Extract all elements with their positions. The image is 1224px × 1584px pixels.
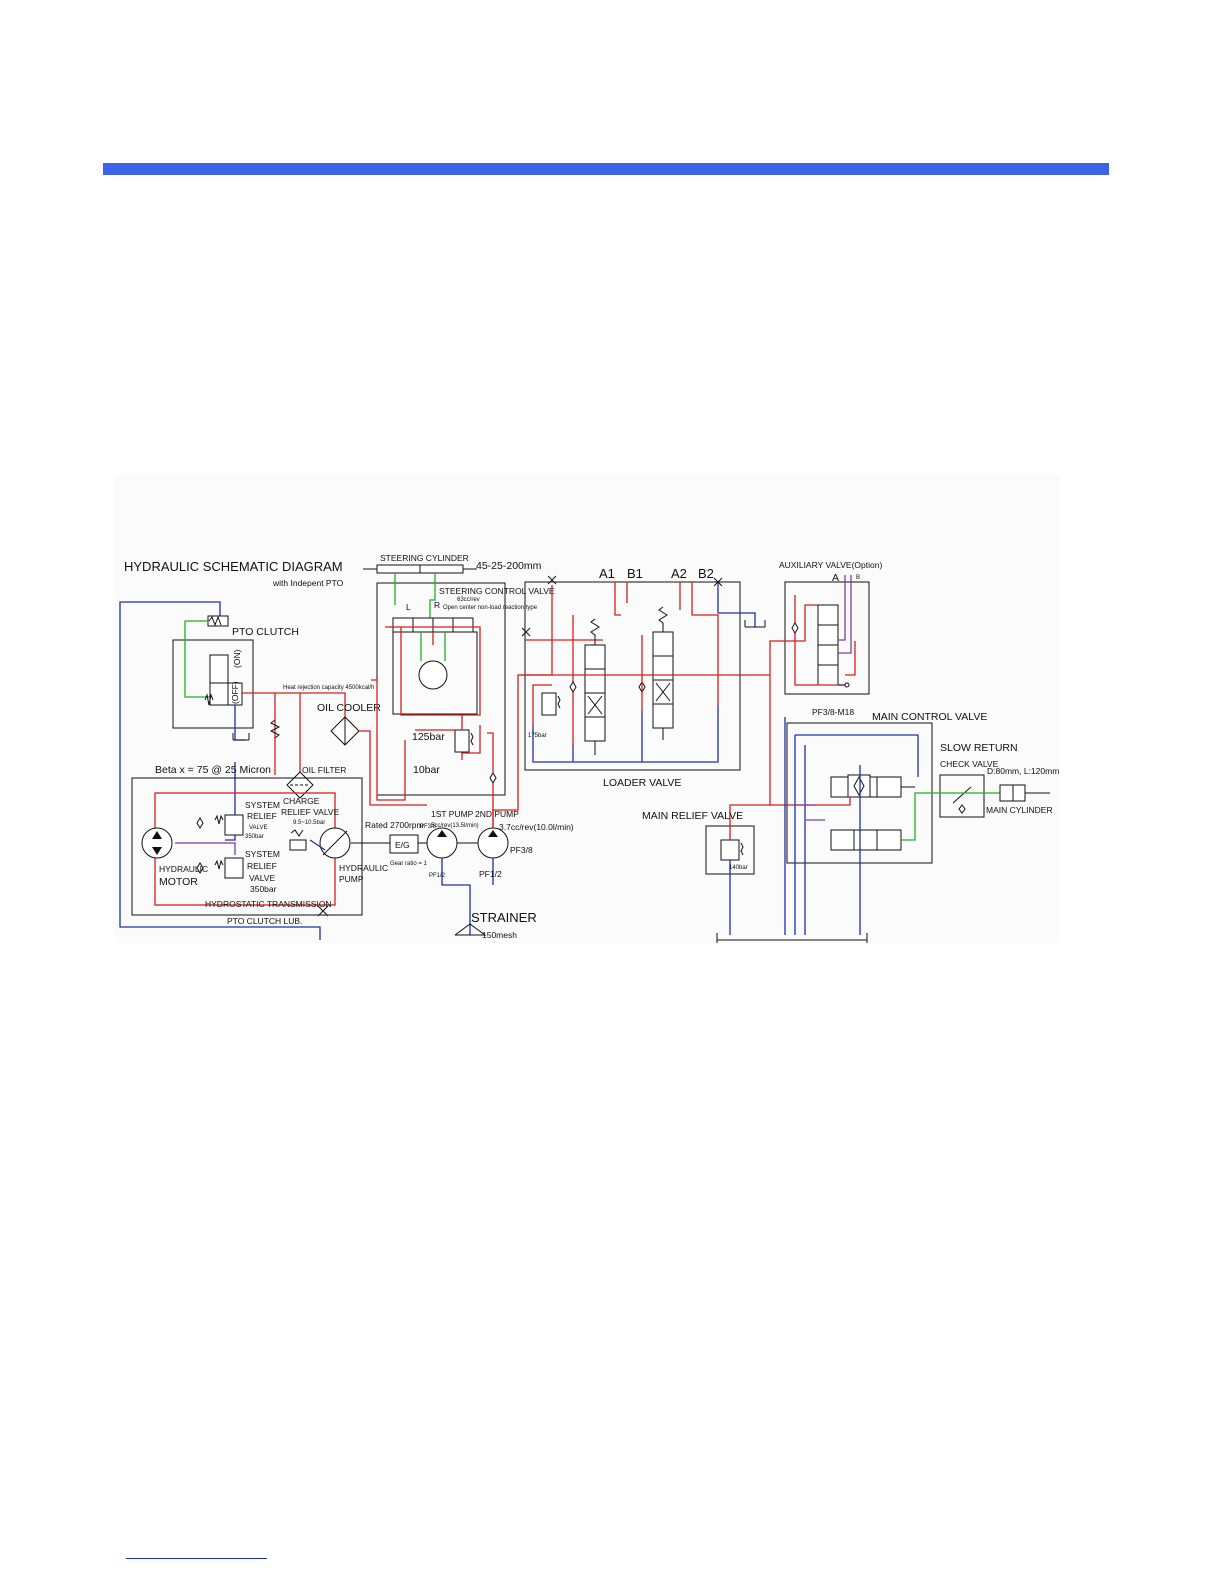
steering-control-valve-label: STEERING CONTROL VALVE	[439, 586, 555, 596]
diagram-subtitle: with Indepent PTO	[272, 578, 344, 588]
slow-return-main-cylinder: SLOW RETURN CHECK VALVE D:80mm, L:120mm …	[937, 742, 1059, 818]
system-relief-2-pressure: 350bar	[250, 884, 277, 894]
system-relief-2-line2: RELIEF	[247, 861, 277, 871]
hydraulic-pump-line1: HYDRAULIC	[339, 863, 388, 873]
auxiliary-valve-section: AUXILIARY VALVE(Option) A B PF3/8-M18	[769, 560, 882, 717]
steering-cc-label: 63cc/rev	[457, 597, 480, 603]
aux-port-b-label: B	[856, 575, 860, 581]
relief-175-label: 175bar	[528, 733, 547, 739]
strainer-mesh-label: 150mesh	[482, 930, 517, 940]
main-control-valve-section: MAIN CONTROL VALVE	[520, 645, 987, 935]
oil-filter-label: OIL FILTER	[302, 765, 346, 775]
left-return-lines	[119, 601, 321, 940]
port-r-label: R	[434, 600, 440, 610]
first-pump-label: 1ST PUMP	[431, 809, 474, 819]
system-relief-1-line2: RELIEF	[247, 811, 277, 821]
main-cylinder-label: MAIN CYLINDER	[986, 805, 1053, 815]
main-relief-valve-section: MAIN RELIEF VALVE 140bar	[642, 804, 868, 943]
port-l-label: L	[406, 602, 411, 612]
pf12-a-label: PF1/2	[429, 873, 446, 879]
port-b1-label: B1	[627, 566, 643, 581]
engine-label: E/G	[395, 840, 410, 850]
hydrostatic-transmission: Beta x = 75 @ 25 Micron SYSTEM RELIEF VA…	[131, 764, 388, 926]
relief-125-label: 125bar	[412, 731, 445, 743]
steering-cylinder-size: 45-25-200mm	[476, 560, 542, 572]
hydraulic-schematic-diagram: HYDRAULIC SCHEMATIC DIAGRAM with Indepen…	[115, 475, 1060, 943]
port-a2-label: A2	[671, 566, 687, 581]
steering-cylinder-label: STEERING CYLINDER	[380, 553, 469, 563]
pto-clutch-label: PTO CLUTCH	[232, 626, 299, 638]
main-relief-valve-label: MAIN RELIEF VALVE	[642, 810, 743, 822]
loader-valve-section: A1 B1 A2 B2 175bar LOADER VALVE	[492, 566, 766, 828]
pto-lub-label: PTO CLUTCH LUB.	[227, 916, 302, 926]
system-relief-2-line3: VALVE	[249, 873, 275, 883]
hydraulic-pump-line2: PUMP	[339, 874, 364, 884]
port-a1-label: A1	[599, 566, 615, 581]
schematic-svg: HYDRAULIC SCHEMATIC DIAGRAM with Indepen…	[115, 475, 1060, 943]
strainer-label: STRAINER	[471, 910, 537, 925]
relief-10-label: 10bar	[413, 764, 440, 776]
relief-140-label: 140bar	[729, 865, 748, 871]
pf38-a-label: PF3/8	[420, 824, 437, 830]
slow-return-label: SLOW RETURN	[940, 742, 1018, 754]
main-cylinder-size-label: D:80mm, L:120mm	[987, 766, 1059, 776]
check-valve-label: CHECK VALVE	[940, 759, 999, 769]
second-pump-flow-label: 3.7cc/rev(10.0l/min)	[499, 822, 574, 832]
steering-section: STEERING CYLINDER 45-25-200mm STEERING C…	[363, 553, 555, 828]
main-control-valve-label: MAIN CONTROL VALVE	[872, 711, 987, 723]
heat-rejection-label: Heat rejection capacity 4500kcal/h	[283, 685, 374, 691]
rated-rpm-label: Rated 2700rpm	[365, 820, 424, 830]
gear-ratio-label: Gear ratio = 1	[390, 861, 428, 867]
second-pump-label: 2ND PUMP	[475, 809, 519, 819]
pto-on-label: (ON)	[232, 649, 242, 668]
pto-clutch-block: PTO CLUTCH (ON) (OFF)	[172, 615, 299, 741]
hydraulic-motor-line2: MOTOR	[159, 876, 198, 888]
engine-pump-group: Rated 2700rpm PF3/8 E/G Gear ratio = 1 1…	[351, 809, 574, 940]
charge-range-label: 9.5~10.5bar	[293, 820, 325, 826]
steering-type-label: Open center non-load reaction type	[443, 605, 538, 611]
first-pump-flow-label: 5cc/rev(13.5l/min)	[431, 823, 479, 829]
beta-label: Beta x = 75 @ 25 Micron	[155, 764, 271, 776]
charge-relief-label: RELIEF VALVE	[281, 807, 340, 817]
charge-label: CHARGE	[283, 796, 320, 806]
pto-off-label: (OFF)	[230, 681, 240, 704]
system-relief-1-line3: VALVE	[249, 825, 267, 831]
pf12-b-label: PF1/2	[479, 869, 502, 879]
hydraulic-motor-line1: HYDRAULIC	[159, 864, 208, 874]
hydrostatic-label: HYDROSTATIC TRANSMISSION	[205, 899, 332, 909]
footnote-separator	[126, 1558, 267, 1559]
pf-m18-label: PF3/8-M18	[812, 707, 854, 717]
header-accent-bar	[103, 163, 1109, 175]
auxiliary-valve-label: AUXILIARY VALVE(Option)	[779, 560, 882, 570]
system-relief-2-line1: SYSTEM	[245, 849, 280, 859]
aux-port-a-label: A	[832, 572, 839, 584]
system-relief-1-line1: SYSTEM	[245, 800, 280, 810]
pf38-b-label: PF3/8	[510, 845, 533, 855]
oil-cooler-label: OIL COOLER	[317, 702, 381, 714]
port-b2-label: B2	[698, 566, 714, 581]
system-relief-1-pressure: 350bar	[245, 834, 264, 840]
diagram-title: HYDRAULIC SCHEMATIC DIAGRAM	[124, 559, 343, 574]
loader-valve-label: LOADER VALVE	[603, 777, 681, 789]
